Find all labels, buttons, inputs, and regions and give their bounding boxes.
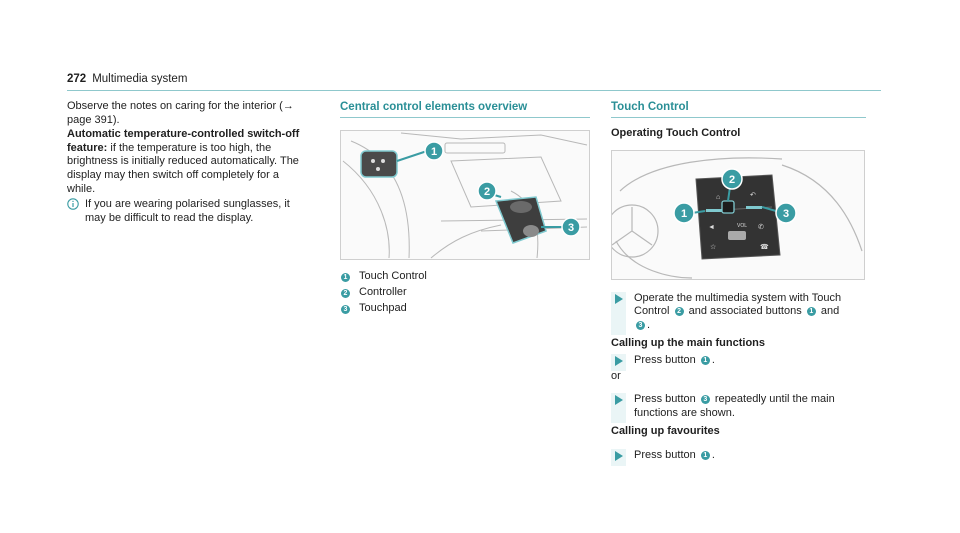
legend-item: 3 Touchpad xyxy=(340,301,590,317)
column-touch-control: Touch Control Operating Touch Control ⌂ … xyxy=(611,100,866,466)
vol-label: VOL xyxy=(737,223,747,229)
callout-3: 3 xyxy=(568,222,574,234)
overview-title: Central control elements overview xyxy=(340,101,528,113)
legend-label: Touchpad xyxy=(359,302,407,315)
page-header: 272 Multimedia system xyxy=(67,73,187,85)
care-note: Observe the notes on caring for the inte… xyxy=(67,100,294,126)
steering-wheel-figure: ⌂ ↶ VOL ◄ ✆ ☆ ☎ 1 2 3 xyxy=(611,149,865,280)
home-icon: ⌂ xyxy=(716,194,720,201)
cockpit-figure: 1 2 3 xyxy=(340,130,590,260)
figure1-callouts: 1 2 3 xyxy=(424,141,581,237)
hangup-icon: ☎ xyxy=(760,243,769,251)
page-number: 272 xyxy=(67,73,87,85)
figure1-legend: 1 Touch Control 2 Controller 3 Touchpad xyxy=(340,269,590,317)
callout-1: 1 xyxy=(431,146,437,158)
legend-number: 1 xyxy=(341,272,350,282)
legend-item: 1 Touch Control xyxy=(340,269,590,285)
arrow-icon xyxy=(611,393,627,424)
star-icon: ☆ xyxy=(710,243,716,251)
section-name: Multimedia system xyxy=(92,73,188,85)
step-text: Operate the multimedia system with Touch… xyxy=(634,291,842,331)
legend-number: 2 xyxy=(341,288,350,298)
step-text: Press button 1. xyxy=(634,448,715,461)
touch-control-pad-drawing: ⌂ ↶ VOL ◄ ✆ ☆ ☎ xyxy=(695,174,781,260)
or-text: or xyxy=(611,369,621,382)
auto-switchoff-label: Automatic temperature-controlled switch-… xyxy=(67,128,300,154)
legend-item: 2 Controller xyxy=(340,285,590,301)
arrow-icon xyxy=(611,448,627,466)
step-favourites: Press button 1. xyxy=(611,448,866,466)
touch-control-title: Touch Control xyxy=(611,101,689,113)
sunglasses-note-text: If you are wearing polarised sunglasses,… xyxy=(85,198,290,224)
touch-control-divider xyxy=(611,117,866,118)
info-icon xyxy=(67,198,85,225)
back-icon: ↶ xyxy=(750,192,756,199)
favourites-heading: Calling up favourites xyxy=(611,425,720,438)
legend-label: Controller xyxy=(359,286,407,299)
legend-label: Touch Control xyxy=(359,270,427,283)
overview-divider xyxy=(340,117,590,118)
auto-switchoff-text: if the temperature is too high, the brig… xyxy=(67,141,299,195)
callout-1: 1 xyxy=(681,208,687,220)
legend-number: 3 xyxy=(341,304,350,314)
sunglasses-note: If you are wearing polarised sunglasses,… xyxy=(67,198,302,225)
header-divider xyxy=(67,90,881,91)
phone-icon: ✆ xyxy=(758,223,764,231)
mute-icon: ◄ xyxy=(708,224,715,231)
column-notes: Observe the notes on caring for the inte… xyxy=(67,100,302,225)
callout-2: 2 xyxy=(729,174,735,186)
main-functions-heading: Calling up the main functions xyxy=(611,337,765,350)
step-operate: Operate the multimedia system with Touch… xyxy=(611,291,866,336)
step-press-1: Press button 1. xyxy=(611,353,866,371)
figure2-callouts: 1 2 3 xyxy=(673,167,797,224)
steering-pad-drawing xyxy=(360,150,398,178)
step-text: Press button 3 repeatedly until the main… xyxy=(634,393,835,419)
callout-2: 2 xyxy=(484,186,490,198)
operating-subtitle: Operating Touch Control xyxy=(611,127,741,139)
auto-switchoff-paragraph: Automatic temperature-controlled switch-… xyxy=(67,128,302,196)
arrow-icon xyxy=(611,353,627,371)
callout-3: 3 xyxy=(783,208,789,220)
column-overview: Central control elements overview xyxy=(340,100,590,317)
step-text: Press button 1. xyxy=(634,353,715,366)
step-press-3: Press button 3 repeatedly until the main… xyxy=(611,393,866,424)
arrow-icon xyxy=(611,291,627,336)
controller-drawing xyxy=(494,196,547,244)
